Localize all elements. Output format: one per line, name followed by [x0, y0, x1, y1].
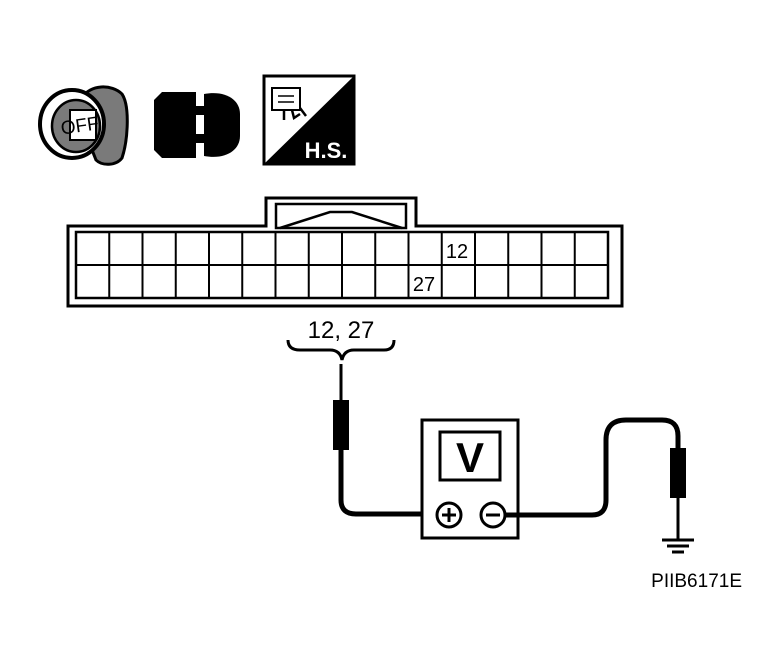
figure-id: PIIB6171E — [651, 571, 742, 592]
negative-lead-wire — [505, 417, 681, 518]
connector-pin-bottom — [190, 134, 212, 143]
hs-connector-sketch — [271, 87, 301, 111]
harness-side-icon: H.S. — [262, 74, 356, 166]
voltmeter-display — [438, 430, 502, 482]
voltmeter-symbol: V — [456, 434, 484, 481]
pin-grid — [76, 232, 608, 298]
voltmeter: V — [420, 418, 520, 540]
probe-brace — [286, 339, 396, 361]
connector-pin-top — [190, 106, 212, 115]
probe-terminal-label: 12, 27 — [308, 317, 375, 344]
connector-face: 12 27 — [66, 196, 624, 308]
connector-gap-top — [196, 99, 204, 106]
connector-disconnected-icon — [154, 92, 240, 158]
ignition-off-label: OFF — [60, 113, 101, 139]
negative-probe-handle — [670, 448, 686, 498]
connector-left-half — [154, 92, 196, 158]
pin-label-27: 27 — [413, 274, 435, 296]
connector-lock-tab — [274, 202, 408, 230]
positive-test-probe — [333, 364, 448, 517]
hs-black-triangle — [264, 76, 354, 164]
positive-lead-wire — [338, 450, 448, 517]
connector-gap-bottom — [196, 143, 204, 151]
pin-label-12: 12 — [446, 241, 468, 263]
connector-lock-ramp — [279, 210, 403, 230]
ignition-key-icon: OFF — [38, 85, 129, 166]
hs-label: H.S. — [305, 138, 348, 163]
connector-gap-mid — [196, 115, 204, 134]
negative-test-probe — [505, 417, 694, 554]
hs-wires-sketch — [282, 107, 307, 121]
positive-probe-handle — [333, 400, 349, 450]
connector-right-half — [204, 93, 240, 157]
key-slot — [69, 109, 97, 141]
